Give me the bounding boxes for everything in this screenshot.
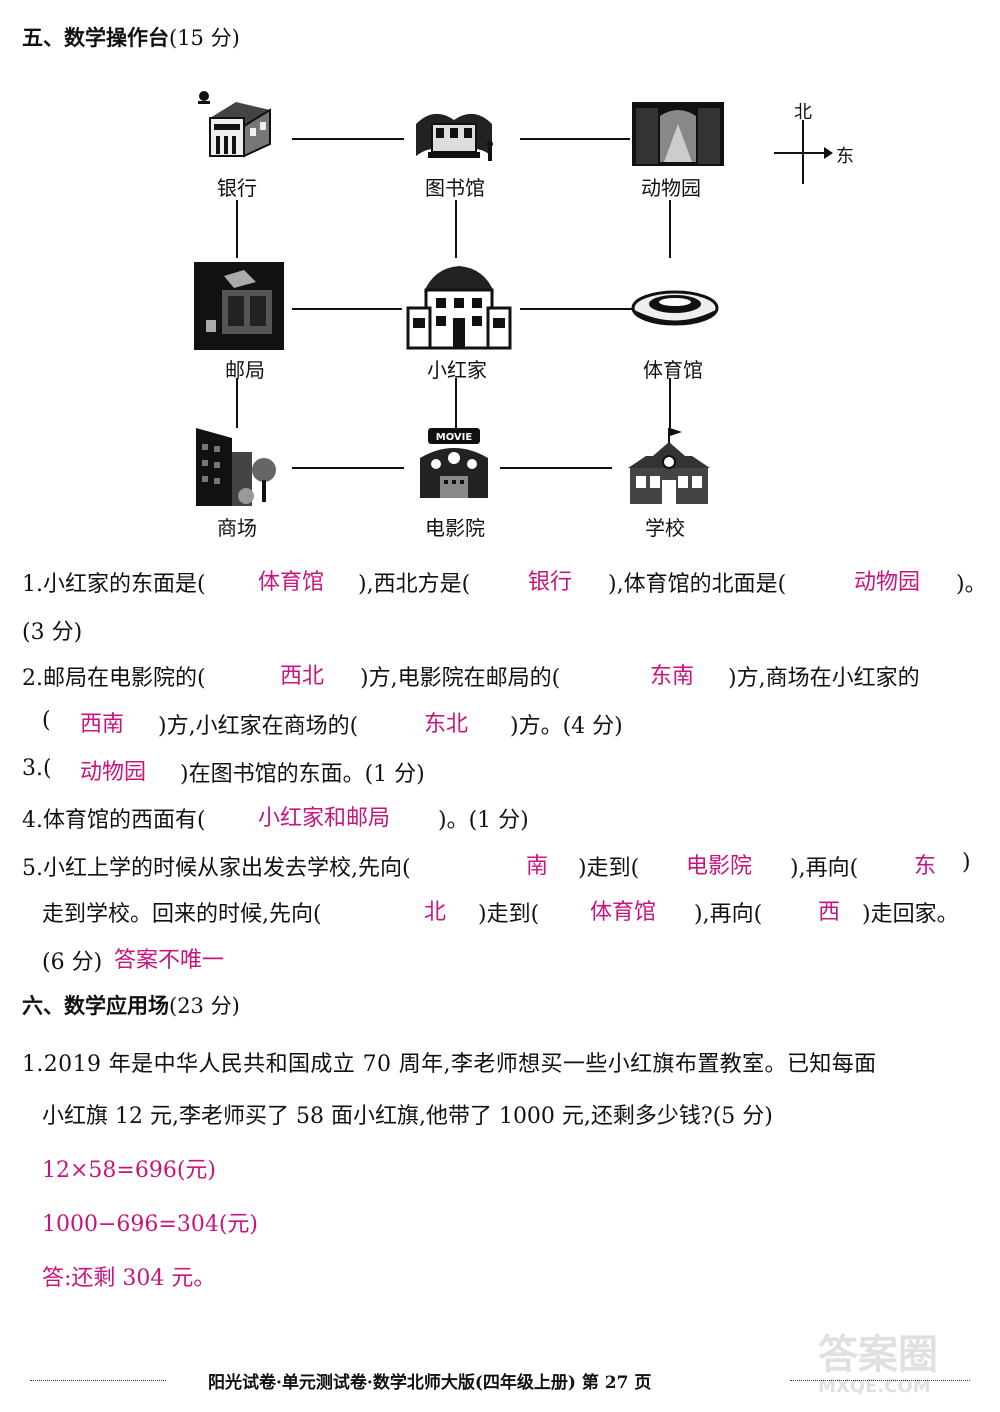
q2-text-f: )方。(4 分)	[510, 714, 623, 739]
q5-score: (6 分)	[42, 950, 103, 975]
cinema-sign-text: MOVIE	[436, 432, 473, 443]
section-score: (15 分)	[169, 26, 240, 50]
label-bank: 银行	[217, 176, 257, 200]
q2-text-b: )方,电影院在邮局的(	[360, 666, 561, 691]
label-school: 学校	[645, 516, 685, 540]
watermark-logo: 答案圈 MXQE.COM	[818, 1322, 978, 1402]
section-6-heading: 六、数学应用场(23 分)	[22, 990, 240, 1020]
mall-icon	[196, 428, 276, 506]
road-home-gym	[520, 308, 632, 310]
bank-icon	[198, 91, 271, 158]
compass-east-label: 东	[836, 146, 854, 167]
school-icon	[628, 428, 710, 504]
post-office-icon	[194, 262, 284, 350]
road-post-home	[292, 308, 402, 310]
footer-dots-left	[30, 1380, 166, 1381]
map-diagram: 银行 图书馆 动物园 北 东 邮局	[0, 0, 1000, 560]
cinema-icon: MOVIE	[420, 428, 488, 498]
problem-1-answer: 答:还剩 304 元。	[42, 1266, 216, 1291]
compass-north-label: 北	[794, 102, 812, 123]
zoo-icon	[632, 102, 724, 166]
q5-text-e: 走到学校。回来的时候,先向(	[42, 902, 322, 927]
question-1: 1.小红家的东面是(	[22, 566, 206, 598]
road-bank-post	[236, 200, 238, 258]
q3-text-a: 3.(	[22, 756, 52, 781]
q1-text-d: )。	[956, 572, 987, 597]
q5-answer-1: 南	[526, 854, 549, 879]
problem-1-line-2: 小红旗 12 元,李老师买了 58 面小红旗,他带了 1000 元,还剩多少钱?…	[42, 1104, 773, 1129]
label-library: 图书馆	[425, 176, 485, 200]
q4-text-a: 4.体育馆的西面有(	[22, 808, 206, 833]
q1-text-a: 1.小红家的东面是(	[22, 572, 206, 597]
q2-text-c: )方,商场在小红家的	[728, 666, 920, 691]
q1-text-c: ),体育馆的北面是(	[608, 572, 787, 597]
q3-answer-1: 动物园	[80, 760, 147, 785]
label-home: 小红家	[427, 358, 487, 382]
watermark-text-1: 答案圈	[818, 1332, 938, 1378]
q1-answer-3: 动物园	[854, 570, 921, 595]
label-gym: 体育馆	[643, 358, 703, 382]
q5-text-h: )走回家。	[862, 902, 959, 927]
q2-text-e: )方,小红家在商场的(	[158, 714, 359, 739]
road-cinema-school	[500, 467, 612, 469]
q5-answer-6: 西	[818, 900, 841, 925]
section-score: (23 分)	[169, 994, 240, 1018]
q1-answer-1: 体育馆	[258, 570, 325, 595]
q5-text-a: 5.小红上学的时候从家出发去学校,先向(	[22, 856, 411, 881]
q2-answer-2: 东南	[650, 664, 695, 689]
problem-1-calc-1: 12×58=696(元)	[42, 1158, 217, 1183]
label-cinema: 电影院	[425, 516, 485, 540]
q2-answer-4: 东北	[424, 712, 469, 737]
road-bank-library	[292, 138, 404, 140]
q1-text-b: ),西北方是(	[358, 572, 471, 597]
section-title: 五、数学操作台	[22, 26, 169, 50]
q5-text-c: ),再向(	[790, 856, 859, 881]
road-zoo-gym	[669, 200, 671, 258]
q5-text-g: ),再向(	[694, 902, 763, 927]
label-mall: 商场	[217, 516, 257, 540]
problem-1-calc-2: 1000−696=304(元)	[42, 1212, 259, 1237]
gym-icon	[631, 290, 719, 326]
q4-text-b: )。(1 分)	[438, 808, 529, 833]
q5-text-d: )	[962, 850, 971, 875]
road-gym-school	[669, 378, 671, 428]
footer-text: 阳光试卷·单元测试卷·数学北师大版(四年级上册) 第 27 页	[208, 1373, 652, 1393]
footer-dots-right	[790, 1380, 970, 1381]
q2-text-d: (	[42, 708, 51, 733]
q5-answer-3: 东	[914, 854, 937, 879]
road-library-home	[455, 200, 457, 258]
q2-answer-1: 西北	[280, 664, 325, 689]
q5-answer-5: 体育馆	[590, 900, 657, 925]
q2-text-a: 2.邮局在电影院的(	[22, 666, 206, 691]
q5-answer-4: 北	[424, 900, 447, 925]
home-icon	[406, 266, 512, 350]
problem-1-line-1: 1.2019 年是中华人民共和国成立 70 周年,李老师想买一些小红旗布置教室。…	[22, 1052, 877, 1077]
q5-answer-2: 电影院	[686, 854, 753, 879]
q4-answer-1: 小红家和邮局	[258, 806, 391, 831]
q3-text-b: )在图书馆的东面。(1 分)	[180, 762, 425, 787]
compass-arrow-icon	[824, 147, 833, 159]
q5-text-b: )走到(	[578, 856, 640, 881]
compass-ew-line	[774, 152, 826, 154]
label-post-office: 邮局	[225, 358, 265, 382]
q2-answer-3: 西南	[80, 712, 125, 737]
page-footer: 阳光试卷·单元测试卷·数学北师大版(四年级上册) 第 27 页	[30, 1368, 970, 1394]
library-icon	[416, 113, 493, 161]
watermark-text-2: MXQE.COM	[818, 1376, 931, 1397]
road-home-cinema	[455, 378, 457, 428]
q5-note: 答案不唯一	[114, 948, 225, 973]
section-5-heading: 五、数学操作台(15 分)	[22, 22, 240, 52]
road-library-zoo	[520, 138, 630, 140]
road-post-mall	[236, 378, 238, 428]
q1-answer-2: 银行	[528, 570, 573, 595]
road-mall-cinema	[292, 467, 404, 469]
section-title: 六、数学应用场	[22, 994, 169, 1018]
q5-text-f: )走到(	[478, 902, 540, 927]
label-zoo: 动物园	[641, 176, 701, 200]
q1-score: (3 分)	[22, 620, 83, 645]
compass: 北 东	[770, 100, 860, 190]
